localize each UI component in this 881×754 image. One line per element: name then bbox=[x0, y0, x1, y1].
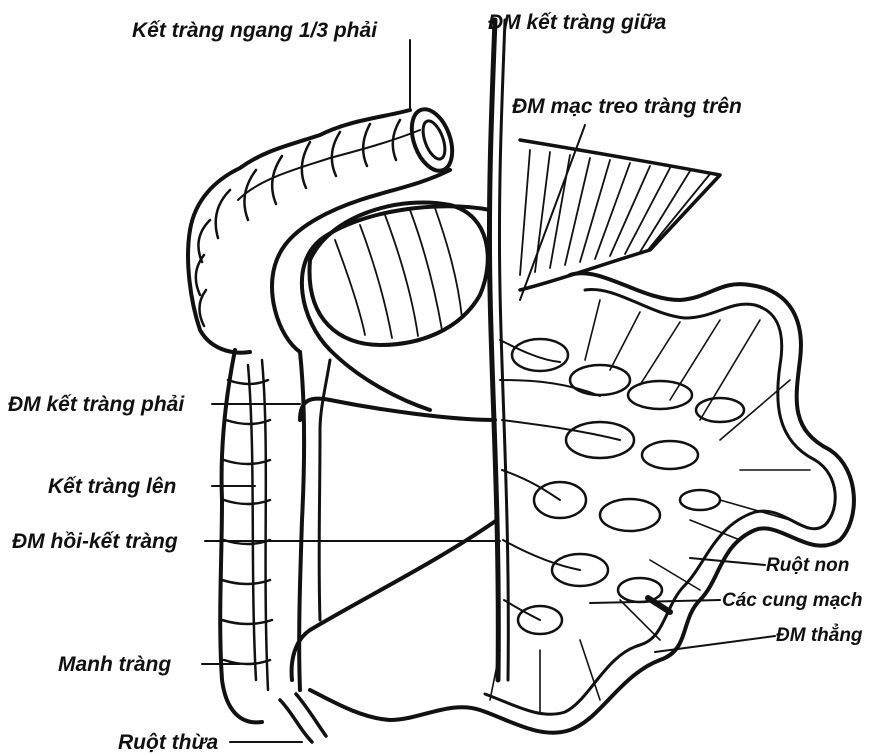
label-appendix: Ruột thừa bbox=[118, 732, 218, 753]
label-straight-arteries: ĐM thẳng bbox=[776, 626, 863, 645]
label-ileocolic-artery: ĐM hồi-kết tràng bbox=[12, 531, 178, 552]
label-arterial-arcades: Các cung mạch bbox=[722, 591, 862, 610]
transverse-colon-drawing bbox=[188, 104, 460, 353]
label-small-intestine: Ruột non bbox=[766, 556, 849, 575]
mesentery-drawing bbox=[520, 140, 720, 290]
label-right-colic-artery: ĐM kết tràng phải bbox=[8, 394, 184, 415]
label-ascending-colon: Kết tràng lên bbox=[48, 476, 176, 497]
label-cecum: Manh tràng bbox=[58, 654, 171, 675]
right-colic-branch bbox=[300, 399, 495, 420]
label-superior-mesenteric-artery: ĐM mạc treo tràng trên bbox=[512, 96, 742, 117]
small-intestine-drawing bbox=[310, 273, 854, 733]
middle-colic-branch bbox=[302, 206, 490, 410]
mesentery-root-drawing bbox=[310, 202, 488, 345]
leader-straight-arteries bbox=[655, 636, 775, 652]
appendix-drawing bbox=[280, 694, 326, 742]
label-transverse-colon: Kết tràng ngang 1/3 phải bbox=[132, 20, 377, 41]
ileocolic-branch bbox=[292, 520, 497, 680]
label-middle-colic-artery: ĐM kết tràng giữa bbox=[488, 12, 666, 33]
